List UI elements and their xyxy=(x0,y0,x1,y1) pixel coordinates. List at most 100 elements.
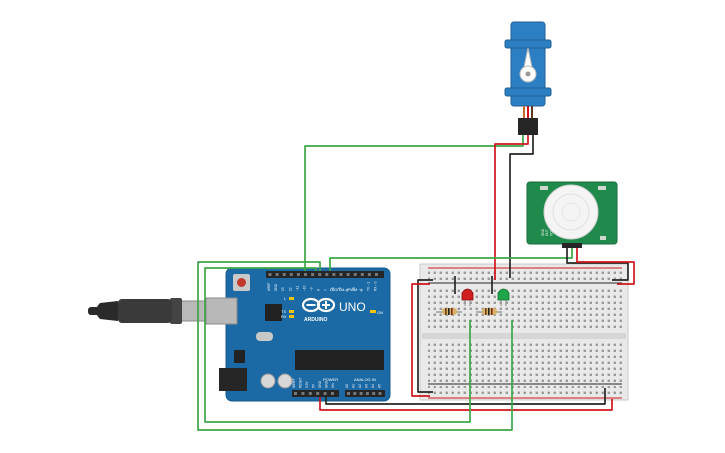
analog-pin-label-4: A4 xyxy=(371,384,375,388)
terminal-strip-bottom[interactable] xyxy=(428,341,622,383)
digital-header-hole-12[interactable] xyxy=(353,273,357,276)
analog-header-hole-0[interactable] xyxy=(347,392,350,395)
led-l-label: L xyxy=(284,296,287,301)
digital-pin-label-12: ~3 xyxy=(352,287,356,291)
power-header-hole-5[interactable] xyxy=(331,392,334,395)
digital-header-hole-2[interactable] xyxy=(282,273,286,276)
digital-pin-label-13: 2 xyxy=(359,289,363,291)
power-header-hole-2[interactable] xyxy=(308,392,312,395)
analog-header-hole-2[interactable] xyxy=(359,392,363,395)
pir-pin-label-1: OUT xyxy=(545,229,549,236)
wire-rail-ground-link[interactable] xyxy=(417,279,433,393)
led-tx xyxy=(289,310,294,313)
led-l xyxy=(289,297,294,300)
resistor-1[interactable] xyxy=(436,308,462,315)
analog-header-hole-5[interactable] xyxy=(378,392,382,395)
digital-pin-label-7: 8 xyxy=(317,289,321,291)
digital-header-hole-15[interactable] xyxy=(375,273,378,276)
digital-header-hole-9[interactable] xyxy=(332,273,336,276)
arduino-model-label: UNO xyxy=(339,300,366,314)
digital-pin-label-11: 4 xyxy=(345,289,349,291)
wire-pir-ground[interactable] xyxy=(566,248,629,281)
analog-header-hole-4[interactable] xyxy=(372,392,376,395)
led-on xyxy=(370,310,376,313)
power-pin-label-3: 5V xyxy=(312,383,316,388)
pir-header xyxy=(562,243,582,248)
breadboard[interactable] xyxy=(419,263,629,401)
led-rx xyxy=(289,315,294,318)
digital-header-hole-11[interactable] xyxy=(346,273,350,276)
digital-header-hole-5[interactable] xyxy=(304,273,307,276)
digital-header-hole-13[interactable] xyxy=(360,273,364,276)
analog-pin-label-5: A5 xyxy=(378,384,382,388)
digital-header-hole-6[interactable] xyxy=(311,273,315,276)
usb-jack xyxy=(205,297,238,325)
servo-connector xyxy=(518,118,538,135)
digital-pin-label-10: ~5 xyxy=(338,287,342,291)
usb-chip xyxy=(265,304,282,321)
power-pin-label-5: GND xyxy=(325,380,329,388)
power-header-hole-0[interactable] xyxy=(294,392,297,395)
resistor-2[interactable] xyxy=(476,308,502,315)
digital-header-hole-4[interactable] xyxy=(296,273,300,276)
analog-pin-label-2: A2 xyxy=(358,384,362,388)
analog-pin-label-0: A0 xyxy=(345,384,349,388)
wire-servo-signal[interactable] xyxy=(304,135,524,271)
digital-pin-label-1: GND xyxy=(274,283,278,291)
pir-pin-label-0: GND xyxy=(541,228,545,236)
power-pin-label-0: IOREF xyxy=(292,378,296,388)
power-header-label: POWER xyxy=(323,377,338,382)
digital-pin-label-0: AREF xyxy=(267,282,271,291)
capacitor-2 xyxy=(277,373,293,389)
analog-header-label: ANALOG IN xyxy=(354,377,376,382)
digital-pin-label-6: ~9 xyxy=(310,287,314,291)
led-red[interactable] xyxy=(461,288,474,306)
arduino-uno-board[interactable]: UNO ARDUINO DIGITAL (PWM ~) POWER ANALOG… xyxy=(205,267,391,402)
power-pin-label-1: RESET xyxy=(299,377,303,388)
digital-header-hole-10[interactable] xyxy=(339,273,343,276)
analog-pin-label-3: A3 xyxy=(365,384,369,388)
power-header-hole-1[interactable] xyxy=(301,392,305,395)
digital-header-hole-3[interactable] xyxy=(289,273,293,276)
arduino-brand-label: ARDUINO xyxy=(304,317,327,323)
wire-servo-power[interactable] xyxy=(494,135,529,280)
wire-servo-ground[interactable] xyxy=(509,135,534,278)
power-header-hole-3[interactable] xyxy=(316,392,320,395)
power-header xyxy=(292,390,339,397)
atmega-chip xyxy=(295,350,384,370)
digital-header-hole-7[interactable] xyxy=(318,273,322,276)
bottom-power-rail[interactable] xyxy=(428,386,622,397)
wire-pir-out[interactable] xyxy=(329,248,573,271)
power-pin-label-4: GND xyxy=(318,380,322,388)
wire-gnd-1[interactable] xyxy=(325,388,606,405)
wire-5v[interactable] xyxy=(319,397,613,411)
led-tx-label: TX xyxy=(281,309,286,314)
digital-header-hole-8[interactable] xyxy=(325,273,329,276)
digital-pin-label-15: RX←0 xyxy=(374,281,378,291)
wire-led-green-signal[interactable] xyxy=(197,261,513,431)
digital-pin-label-8: 7 xyxy=(324,289,328,291)
digital-pin-label-3: 12 xyxy=(288,287,292,291)
pir-pin-label-2: VCC xyxy=(549,229,553,236)
servo-motor[interactable] xyxy=(504,21,552,135)
center-divider xyxy=(422,333,626,339)
power-pin-label-6: Vin xyxy=(331,383,335,388)
wire-rail-power-link[interactable] xyxy=(411,283,430,397)
power-pin-label-2: 3.3V xyxy=(305,381,309,388)
top-power-rail[interactable] xyxy=(428,270,622,282)
wire-pir-vcc[interactable] xyxy=(576,248,635,285)
on-led-label: ON xyxy=(377,310,383,315)
power-header-hole-4[interactable] xyxy=(323,392,327,395)
wire-led-red-signal[interactable] xyxy=(204,267,471,423)
digital-header-hole-1[interactable] xyxy=(275,273,279,276)
terminal-strip-top[interactable] xyxy=(428,287,622,331)
analog-header-hole-3[interactable] xyxy=(365,392,369,395)
led-green[interactable] xyxy=(497,288,510,306)
digital-header-hole-14[interactable] xyxy=(367,273,371,276)
digital-pin-label-9: ~6 xyxy=(331,287,335,291)
digital-pin-label-5: ~10 xyxy=(303,285,307,291)
digital-pin-label-4: ~11 xyxy=(295,286,299,291)
analog-header-hole-1[interactable] xyxy=(353,392,357,395)
digital-header-hole-0[interactable] xyxy=(268,273,272,276)
